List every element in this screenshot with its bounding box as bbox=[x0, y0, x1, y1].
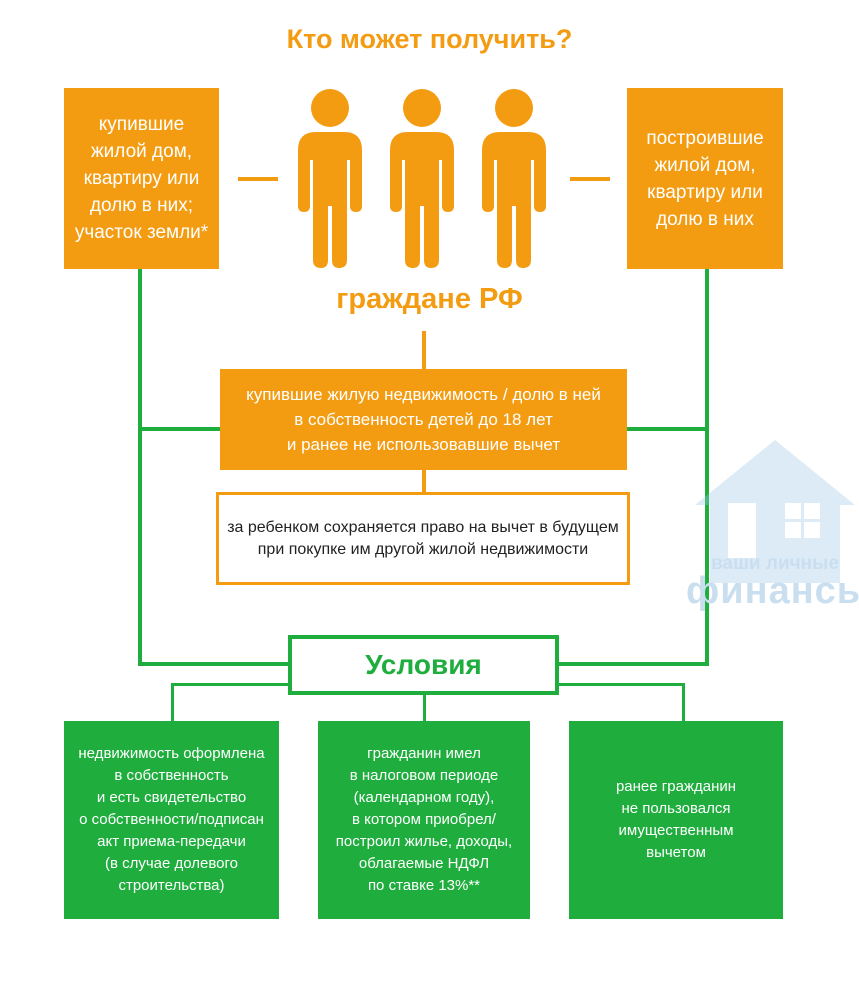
person-icon bbox=[482, 89, 546, 268]
children-box: купившие жилую недвижимость / долю в ней… bbox=[220, 369, 627, 470]
note-box-text: за ребенком сохраняется право на вычет в… bbox=[227, 518, 619, 558]
condition-box-no-prior-deduction: ранее гражданин не пользовался имуществе… bbox=[569, 721, 783, 919]
left-box-text: купившие жилой дом, квартиру или долю в … bbox=[74, 114, 209, 243]
connector-right-to-conditions bbox=[557, 662, 709, 666]
connector-children-to-note bbox=[422, 469, 426, 493]
connector-cond-1 bbox=[171, 683, 174, 721]
conditions-header: Условия bbox=[288, 635, 559, 695]
left-box-buyers: купившие жилой дом, квартиру или долю в … bbox=[64, 88, 219, 269]
child-right-note-box: за ребенком сохраняется право на вычет в… bbox=[216, 492, 630, 585]
page-title: Кто может получить? bbox=[286, 24, 573, 54]
connector-right-to-children bbox=[627, 427, 709, 431]
condition-text-2: гражданин имел в налоговом периоде (кале… bbox=[335, 745, 513, 894]
conditions-title: Условия bbox=[365, 649, 482, 680]
watermark-text-top: ваши личные bbox=[711, 553, 839, 574]
dash-right bbox=[570, 177, 610, 181]
connector-right-vertical bbox=[705, 268, 709, 666]
connector-cond-3 bbox=[682, 683, 685, 721]
connector-left-to-conditions bbox=[138, 662, 290, 666]
children-box-text: купившие жилую недвижимость / долю в ней… bbox=[246, 385, 601, 454]
right-box-builders: построившие жилой дом, квартиру или долю… bbox=[627, 88, 783, 269]
condition-box-ownership: недвижимость оформлена в собственность и… bbox=[64, 721, 279, 919]
dash-left bbox=[238, 177, 278, 181]
person-icon bbox=[298, 89, 362, 268]
connector-citizens-down bbox=[422, 331, 426, 369]
condition-text-1: недвижимость оформлена в собственность и… bbox=[78, 745, 265, 894]
right-box-text: построившие жилой дом, квартиру или долю… bbox=[646, 127, 764, 230]
person-icon bbox=[390, 89, 454, 268]
citizens-label: граждане РФ bbox=[336, 283, 523, 315]
watermark-text-bottom: финансы bbox=[686, 570, 859, 612]
connector-left-to-children bbox=[138, 427, 220, 431]
connector-left-vertical bbox=[138, 268, 142, 666]
house-watermark-icon bbox=[695, 440, 855, 583]
condition-box-income: гражданин имел в налоговом периоде (кале… bbox=[318, 721, 530, 919]
condition-text-3: ранее гражданин не пользовался имуществе… bbox=[615, 778, 737, 861]
connector-cond-2 bbox=[423, 693, 426, 721]
people-group bbox=[298, 89, 546, 268]
